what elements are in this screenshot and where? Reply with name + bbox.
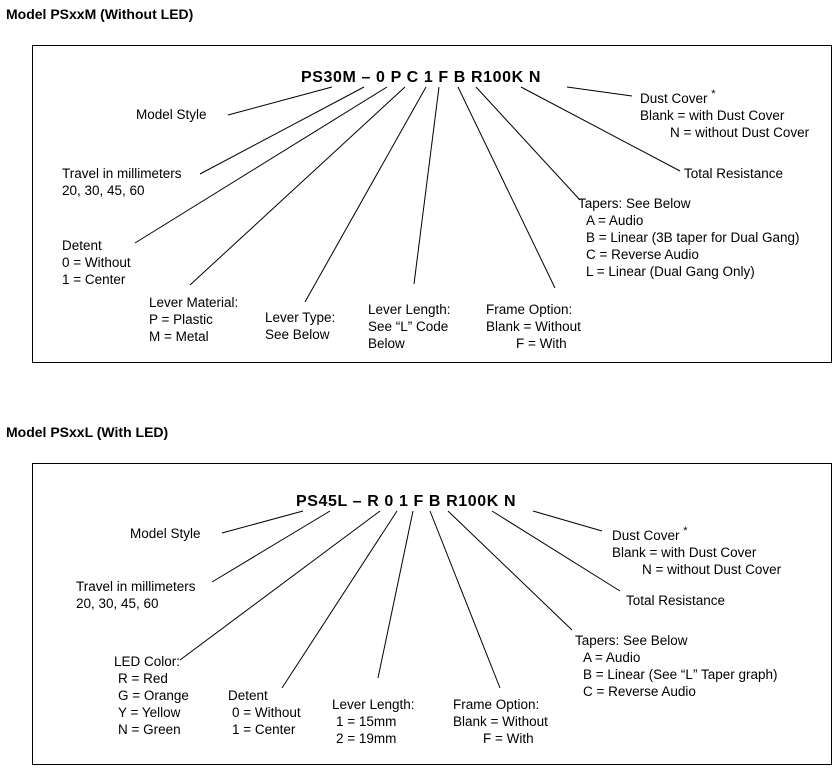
dust-cover-title: Dust Cover <box>640 91 708 106</box>
lever-length-note: See “L” Code <box>368 319 449 334</box>
dust-cover-option: N = without Dust Cover <box>670 125 810 140</box>
dust-cover-title: Dust Cover <box>612 528 680 543</box>
taper-option: B = Linear (See “L” Taper graph) <box>583 667 778 682</box>
frame-option-title: Frame Option: <box>486 302 573 317</box>
footnote-star: * <box>683 525 688 537</box>
taper-option: C = Reverse Audio <box>586 247 699 262</box>
detent-option: 1 = Center <box>62 272 126 287</box>
travel-group-2: Travel in millimeters 20, 30, 45, 60 <box>76 578 196 612</box>
dust-cover-group-1: Dust Cover * Blank = with Dust Cover N =… <box>640 88 810 141</box>
lever-length-option: 2 = 19mm <box>336 731 397 746</box>
tapers-title: Tapers: See Below <box>578 196 691 211</box>
tapers-group-2: Tapers: See Below A = Audio B = Linear (… <box>575 632 777 700</box>
detent-group-2: Detent 0 = Without 1 = Center <box>228 687 301 738</box>
taper-option: B = Linear (3B taper for Dual Gang) <box>586 230 800 245</box>
total-resistance-label-2: Total Resistance <box>626 593 726 608</box>
led-color-option: R = Red <box>118 671 168 686</box>
travel-title: Travel in millimeters <box>62 166 182 181</box>
dust-cover-option: Blank = with Dust Cover <box>640 108 785 123</box>
model-style-label-2: Model Style <box>130 526 201 541</box>
part-number-code-2: PS45L – R 0 1 F B R100K N <box>296 493 517 510</box>
frame-option-value: Blank = Without <box>486 319 581 334</box>
frame-option-value: Blank = Without <box>453 714 548 729</box>
frame-option-group-1: Frame Option: Blank = Without F = With <box>486 301 581 352</box>
detent-option: 0 = Without <box>232 705 301 720</box>
total-resistance-label-1: Total Resistance <box>684 166 784 181</box>
lever-type-title: Lever Type: <box>265 310 336 325</box>
travel-group-1: Travel in millimeters 20, 30, 45, 60 <box>62 165 182 199</box>
part-number-panel-1 <box>32 45 832 363</box>
tapers-group-1: Tapers: See Below A = Audio B = Linear (… <box>578 195 800 280</box>
detent-group-1: Detent 0 = Without 1 = Center <box>62 237 131 288</box>
led-color-option: N = Green <box>118 722 181 737</box>
lever-material-option: M = Metal <box>149 329 209 344</box>
detent-title: Detent <box>62 238 102 253</box>
tapers-title: Tapers: See Below <box>575 633 688 648</box>
taper-option: A = Audio <box>586 213 644 228</box>
led-color-title: LED Color: <box>114 654 181 669</box>
lever-length-group-1: Lever Length: See “L” Code Below <box>368 301 451 352</box>
frame-option-value: F = With <box>483 731 534 746</box>
led-color-option: Y = Yellow <box>118 705 181 720</box>
dust-cover-group-2: Dust Cover * Blank = with Dust Cover N =… <box>612 525 782 578</box>
footnote-star: * <box>711 88 716 100</box>
part-number-panel-2 <box>32 463 832 765</box>
section1-heading: Model PSxxM (Without LED) <box>6 6 194 22</box>
lever-length-group-2: Lever Length: 1 = 15mm 2 = 19mm <box>332 696 415 747</box>
part-number-code-1: PS30M – 0 P C 1 F B R100K N <box>301 69 541 86</box>
lever-type-note: See Below <box>265 327 330 342</box>
taper-option: C = Reverse Audio <box>583 684 696 699</box>
lever-length-option: 1 = 15mm <box>336 714 397 729</box>
taper-option: L = Linear (Dual Gang Only) <box>586 264 755 279</box>
lever-material-title: Lever Material: <box>149 295 239 310</box>
led-color-option: G = Orange <box>118 688 189 703</box>
taper-option: A = Audio <box>583 650 641 665</box>
model-style-label-1: Model Style <box>136 107 207 122</box>
dust-cover-option: Blank = with Dust Cover <box>612 545 757 560</box>
lever-length-title: Lever Length: <box>332 697 415 712</box>
lever-length-note: Below <box>368 336 405 351</box>
frame-option-title: Frame Option: <box>453 697 540 712</box>
lever-material-option: P = Plastic <box>149 312 213 327</box>
detent-title: Detent <box>228 688 268 703</box>
travel-title: Travel in millimeters <box>76 579 196 594</box>
detent-option: 1 = Center <box>232 722 296 737</box>
frame-option-group-2: Frame Option: Blank = Without F = With <box>453 696 548 747</box>
dust-cover-option: N = without Dust Cover <box>642 562 782 577</box>
section2-heading: Model PSxxL (With LED) <box>6 424 169 440</box>
travel-values: 20, 30, 45, 60 <box>76 596 159 611</box>
detent-option: 0 = Without <box>62 255 131 270</box>
led-color-group-2: LED Color: R = Red G = Orange Y = Yellow… <box>114 653 189 738</box>
lever-length-title: Lever Length: <box>368 302 451 317</box>
travel-values: 20, 30, 45, 60 <box>62 183 145 198</box>
lever-type-group-1: Lever Type: See Below <box>265 309 335 343</box>
frame-option-value: F = With <box>516 336 567 351</box>
lever-material-group-1: Lever Material: P = Plastic M = Metal <box>149 294 238 345</box>
